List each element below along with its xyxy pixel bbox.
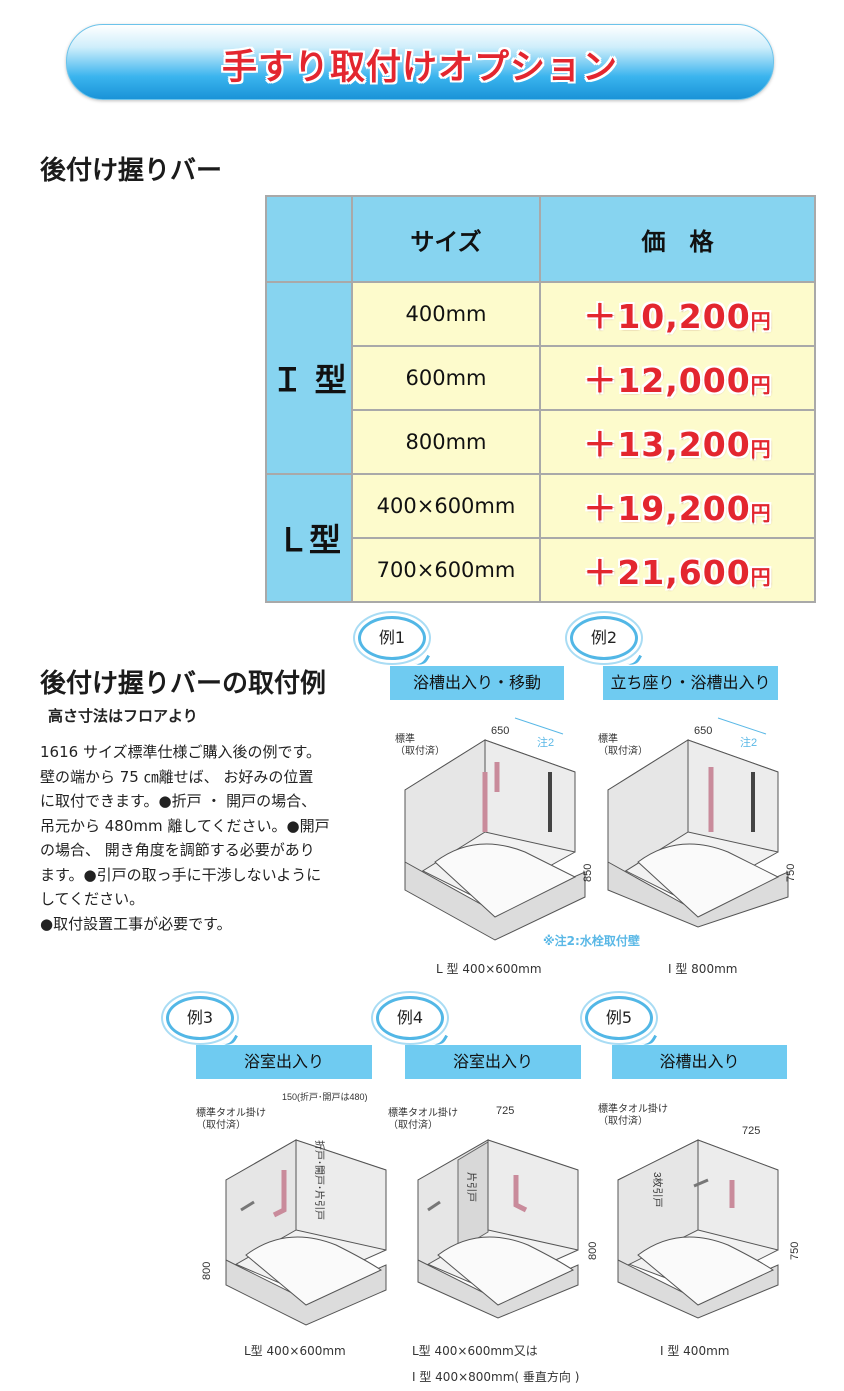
size-cell: 800mm [351, 409, 541, 475]
dim-725: 725 [496, 1105, 514, 1117]
door-label: 折戸･開戸･片引戸 [313, 1140, 326, 1220]
towel-rack-label: 標準タオル掛け [196, 1106, 266, 1119]
description-line: ます。●引戸の取っ手に干渉しないように [40, 865, 322, 884]
description-line: 1616 サイズ標準仕様ご購入後の例です。 [40, 743, 321, 761]
example-label: 浴室出入り [405, 1045, 581, 1079]
example-caption-2: I 型 400×800mm( 垂直方向 ) [412, 1370, 580, 1384]
standard-label: 標準 [598, 732, 618, 745]
dim-height: 750 [789, 1242, 801, 1260]
dim-height: 800 [587, 1242, 599, 1260]
description-line: 吊元から 480mm 離してください。●開戸 [40, 816, 330, 835]
description-line: してください。 [40, 890, 145, 908]
example-tag: 例2 [570, 616, 638, 660]
price-cell: ＋10,200円 [539, 281, 816, 347]
example-caption: L型 400×600mm又は [412, 1344, 538, 1358]
dim-725: 725 [742, 1125, 760, 1137]
size-cell: 400mm [351, 281, 541, 347]
dim-650: 650 [491, 725, 509, 737]
price-value: ＋19,200円 [583, 489, 772, 528]
dim-150: 150(折戸･開戸は480) [282, 1091, 368, 1102]
price-value: ＋13,200円 [583, 425, 772, 464]
door-label: 3枚引戸 [651, 1172, 664, 1208]
towel-rack-label: 標準タオル掛け [598, 1102, 668, 1115]
section-heading-grab-bar: 後付け握りバー [40, 156, 223, 186]
type-cell-l: Ｌ型 [265, 473, 353, 603]
size-cell: 400×600mm [351, 473, 541, 539]
water-tap-note: ※注2:水栓取付壁 [543, 934, 640, 948]
bathroom-illustration: 標準タオル掛け （取付済） 725 3枚引戸 750 [598, 1102, 801, 1319]
size-cell: 700×600mm [351, 537, 541, 603]
example-label: 浴槽出入り [612, 1045, 787, 1079]
example-tag: 例3 [166, 996, 234, 1040]
price-value: ＋21,600円 [583, 553, 772, 592]
door-label: 片引戸 [465, 1172, 478, 1202]
description-line: に取付できます。●折戸 ・ 開戸の場合、 [40, 792, 317, 810]
installed-label: （取付済） [196, 1118, 246, 1131]
dim-height: 850 [582, 864, 594, 882]
bathroom-illustration: 標準タオル掛け （取付済） 725 片引戸 800 [388, 1105, 599, 1319]
installed-label: （取付済） [598, 1114, 648, 1127]
example-caption: I 型 400mm [660, 1344, 730, 1358]
example-caption: L型 400×600mm [244, 1344, 346, 1358]
price-value: ＋10,200円 [583, 297, 772, 336]
bathroom-illustration: 650 注2 標準 （取付済） 750 [598, 717, 797, 928]
standard-label: 標準 [395, 732, 415, 745]
title-banner: 手すり取付けオプション [66, 24, 774, 100]
installed-label: （取付済） [598, 744, 648, 757]
dim-height: 750 [785, 864, 797, 882]
example-tag: 例1 [358, 616, 426, 660]
price-cell: ＋13,200円 [539, 409, 816, 475]
towel-rack-label: 標準タオル掛け [388, 1106, 458, 1119]
dim-650: 650 [694, 725, 712, 737]
table-header-size: サイズ [351, 195, 541, 283]
height-note: 高さ寸法はフロアより [48, 707, 198, 725]
type-cell-i: Ｉ 型 [265, 281, 353, 475]
bathroom-illustration: 標準タオル掛け （取付済） 150(折戸･開戸は480) 折戸･開戸･片引戸 8… [196, 1091, 387, 1326]
installed-label: （取付済） [388, 1118, 438, 1131]
description-line: の場合、 開き角度を調節する必要があり [40, 841, 315, 859]
price-cell: ＋12,000円 [539, 345, 816, 411]
table-header-price: 価 格 [539, 195, 816, 283]
price-table: サイズ 価 格 Ｉ 型 400mm ＋10,200円 600mm ＋12,000… [265, 195, 816, 603]
example-label: 浴室出入り [196, 1045, 372, 1079]
description: 1616 サイズ標準仕様ご購入後の例です。 壁の端から 75 ㎝離せば、 お好み… [40, 740, 360, 936]
example-label: 浴槽出入り・移動 [390, 666, 564, 700]
description-line: ●取付設置工事が必要です。 [40, 914, 232, 933]
example-tag: 例5 [585, 996, 653, 1040]
example-caption: L 型 400×600mm [436, 962, 542, 976]
description-line: 壁の端から 75 ㎝離せば、 お好みの位置 [40, 767, 314, 786]
example-caption: I 型 800mm [668, 962, 738, 976]
table-header-blank [265, 195, 353, 283]
price-cell: ＋19,200円 [539, 473, 816, 539]
bathroom-illustration: 650 注2 標準 （取付済） 850 [395, 717, 594, 941]
note2-label: 注2 [537, 735, 554, 749]
example-label: 立ち座り・浴槽出入り [603, 666, 778, 700]
example-tag: 例4 [376, 996, 444, 1040]
size-cell: 600mm [351, 345, 541, 411]
dim-height: 800 [201, 1262, 213, 1280]
price-value: ＋12,000円 [583, 361, 772, 400]
banner-title: 手すり取付けオプション [221, 48, 618, 88]
price-cell: ＋21,600円 [539, 537, 816, 603]
section-heading-examples: 後付け握りバーの取付例 [40, 669, 327, 699]
installed-label: （取付済） [395, 744, 445, 757]
note2-label: 注2 [740, 735, 757, 749]
